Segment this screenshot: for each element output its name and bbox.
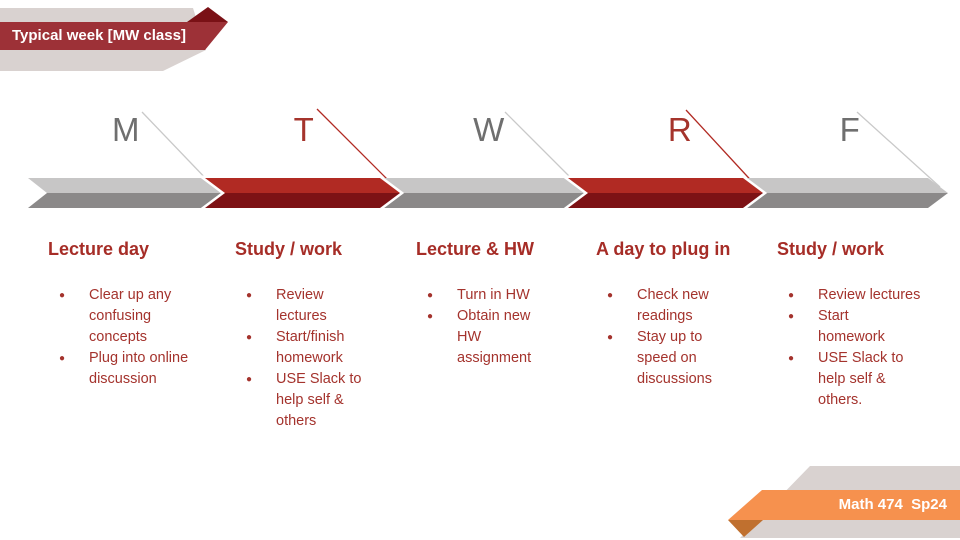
bullet-dot-icon: ● — [427, 311, 434, 322]
bullet-dot-icon: ● — [59, 353, 66, 364]
bullet-dot-icon: ● — [246, 290, 253, 301]
bullet-text: Check new readings — [637, 287, 709, 324]
chevron-thursday-top — [568, 178, 763, 193]
column-bullet-list: ● Clear up any confusing concepts ● Plug in… — [46, 285, 198, 390]
chevron-thursday-bottom — [568, 193, 763, 208]
schedule-column-4: A day to plug in ● Check new readings ● Stay… — [594, 238, 746, 390]
day-label-M: M — [112, 111, 140, 148]
bullet-item: ● Check new readings — [594, 285, 746, 327]
bullet-text: Obtain new HW assignment — [457, 308, 532, 366]
connector-line-tuesday — [316, 108, 397, 189]
column-bullet-list: ● Turn in HW ● Obtain new HW assignment — [414, 285, 566, 369]
bullet-item: ● USE Slack to help self & others — [233, 369, 385, 432]
bullet-text: Review lectures — [818, 287, 921, 303]
bullet-item: ● USE Slack to help self & others. — [775, 348, 927, 411]
column-heading: Lecture day — [48, 239, 150, 259]
slide-title: Typical week [MW class] — [12, 27, 186, 44]
bullet-text: Plug into online discussion — [89, 350, 189, 387]
bullet-text: USE Slack to help self & others — [276, 371, 362, 429]
bullet-text: Review lectures — [276, 287, 327, 324]
bullet-item: ● Start homework — [775, 306, 927, 348]
bullet-item: ● Clear up any confusing concepts — [46, 285, 198, 348]
bullet-dot-icon: ● — [246, 374, 253, 385]
footer-banner-fold-icon — [728, 520, 763, 537]
bullet-text: Stay up to speed on discussions — [637, 329, 712, 387]
title-banner-fold-icon — [187, 7, 228, 22]
bullet-dot-icon: ● — [59, 290, 66, 301]
bullet-dot-icon: ● — [788, 290, 795, 301]
column-bullet-list: ● Check new readings ● Stay up to speed on … — [594, 285, 746, 390]
connector-line-friday — [856, 111, 941, 188]
course-badge: Math 474 Sp24 — [838, 496, 947, 513]
bullet-text: Clear up any confusing concepts — [89, 287, 172, 345]
bullet-item: ● Review lectures — [775, 285, 927, 306]
column-heading: Study / work — [235, 239, 343, 259]
column-heading: Study / work — [777, 239, 885, 259]
schedule-column-2: Study / work ● Review lectures ● Start/finis… — [233, 238, 385, 432]
bullet-text: Start/finish homework — [276, 329, 345, 366]
timeline-band-top — [28, 178, 948, 193]
chevron-tuesday-bottom — [205, 193, 400, 208]
bullet-item: ● Turn in HW — [414, 285, 566, 306]
day-label-R: R — [667, 111, 693, 148]
column-heading: Lecture & HW — [416, 239, 535, 259]
bullet-text: USE Slack to help self & others. — [818, 350, 904, 408]
bullet-dot-icon: ● — [246, 332, 253, 343]
timeline-band-bottom — [28, 193, 948, 208]
column-bullet-list: ● Review lectures ● Start/finish homework ● U… — [233, 285, 385, 432]
bullet-item: ● Review lectures — [233, 285, 385, 327]
bullet-dot-icon: ● — [427, 290, 434, 301]
schedule-column-5: Study / work ● Review lectures ● Start homew… — [775, 238, 927, 411]
title-banner-ribbon — [0, 22, 228, 50]
bullet-item: ● Plug into online discussion — [46, 348, 198, 390]
bullet-dot-icon: ● — [607, 290, 614, 301]
column-bullet-list: ● Review lectures ● Start homework ● USE Slac… — [775, 285, 927, 411]
bullet-dot-icon: ● — [607, 332, 614, 343]
day-label-T: T — [293, 111, 315, 148]
day-label-F: F — [839, 111, 861, 148]
column-heading: A day to plug in — [596, 239, 731, 259]
connector-line-monday — [141, 111, 213, 186]
bullet-item: ● Stay up to speed on discussions — [594, 327, 746, 390]
connector-line-thursday — [685, 109, 759, 189]
chevron-tuesday-top — [205, 178, 400, 193]
schedule-column-1: Lecture day ● Clear up any confusing conce… — [46, 238, 198, 390]
bullet-dot-icon: ● — [788, 353, 795, 364]
bullet-dot-icon: ● — [788, 311, 795, 322]
footer-banner-ribbon — [728, 490, 960, 520]
bullet-text: Start homework — [818, 308, 885, 345]
bullet-item: ● Obtain new HW assignment — [414, 306, 566, 369]
bullet-item: ● Start/finish homework — [233, 327, 385, 369]
connector-line-wednesday — [504, 111, 577, 184]
bullet-text: Turn in HW — [457, 287, 530, 303]
day-label-W: W — [473, 111, 505, 148]
schedule-column-3: Lecture & HW ● Turn in HW ● Obtain new HW as… — [414, 238, 566, 369]
